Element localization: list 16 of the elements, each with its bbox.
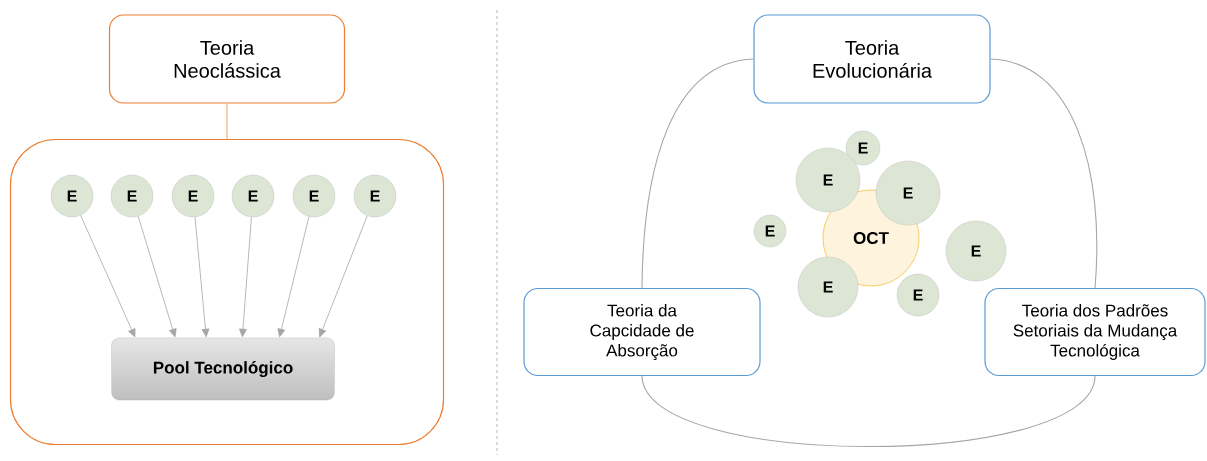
arrow (318, 215, 368, 338)
connector-line (990, 58, 1098, 289)
arrow (137, 215, 177, 338)
arrow (277, 216, 310, 338)
pool-box: Pool Tecnológico (111, 337, 335, 401)
theory-box: Teoria da Capcidade de Absorção (523, 287, 761, 377)
connector-line (226, 103, 228, 140)
theory-box: Teoria dos Padrões Setoriais da Mudança Tecnológica (984, 287, 1206, 377)
theory-box: Teoria Neoclássica (108, 14, 346, 104)
arrow (80, 214, 136, 338)
arrow (194, 216, 210, 338)
connector-line (641, 58, 754, 289)
connector-line (641, 375, 1096, 448)
arrow (239, 216, 252, 338)
theory-box: Teoria Evolucionária (753, 14, 991, 104)
group-frame (9, 138, 445, 446)
